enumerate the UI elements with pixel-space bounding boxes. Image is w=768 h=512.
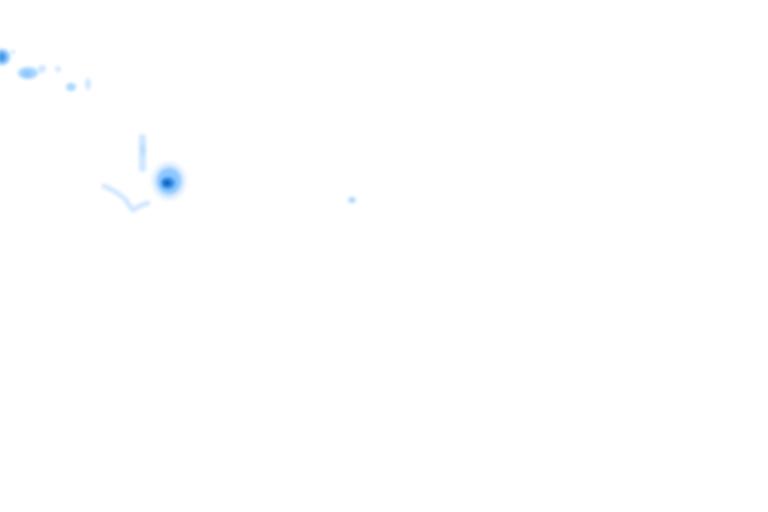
precip-band xyxy=(101,134,151,214)
precip-cell-main xyxy=(153,163,185,199)
precip-cell-east xyxy=(341,135,356,203)
precip-cell-edge xyxy=(0,49,15,65)
precip-cluster-northwest xyxy=(18,65,91,91)
